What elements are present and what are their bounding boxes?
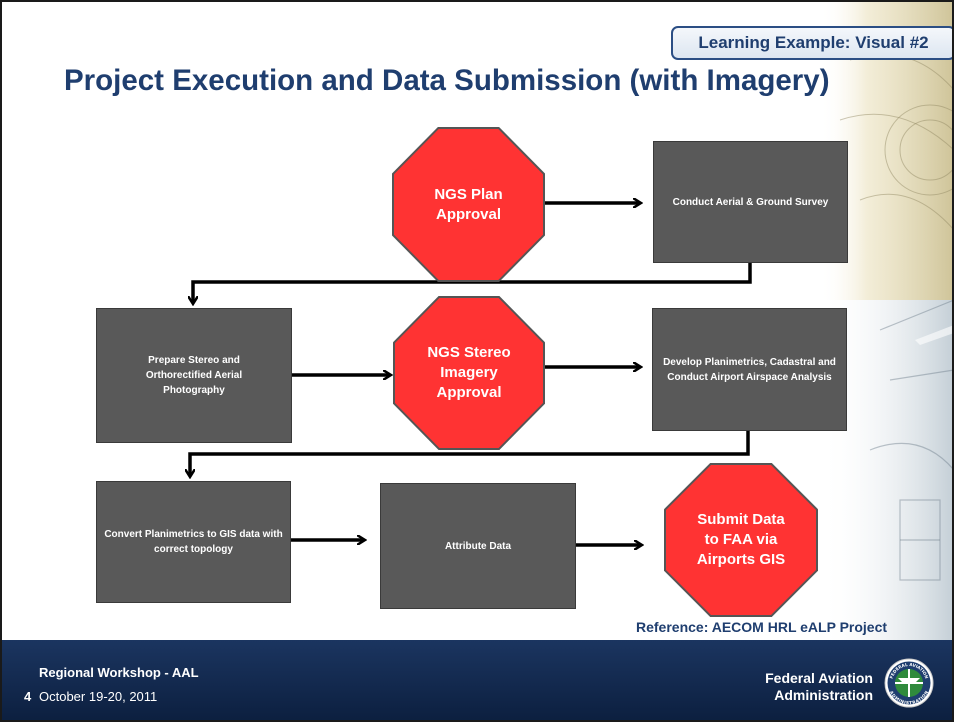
faa-seal-logo: FEDERAL AVIATION ADMINISTRATION <box>884 658 934 708</box>
submit-data-stop: Submit Data to FAA via Airports GIS <box>664 463 818 617</box>
ngs-plan-approval-label: NGS Plan Approval <box>434 185 503 223</box>
flow-connectors <box>0 0 752 640</box>
attribute-data-label: Attribute Data <box>444 540 512 552</box>
ngs-stereo-approval-label: NGS Stereo Imagery Approval <box>427 344 511 401</box>
footer-bar: 4 Regional Workshop - AAL October 19-20,… <box>0 640 954 722</box>
conduct-survey-box: Conduct Aerial & Ground Survey <box>653 141 848 263</box>
faa-wordmark-line1: Federal Aviation <box>765 670 873 686</box>
faa-wordmark-line2: Administration <box>774 687 873 703</box>
convert-gis-label: Convert Planimetrics to GIS data with co… <box>104 529 283 555</box>
prepare-stereo-box: Prepare Stereo and Orthorectified Aerial… <box>96 308 292 443</box>
page-number: 4 <box>24 689 32 704</box>
faa-wordmark: Federal Aviation Administration <box>730 670 873 704</box>
reference-note: Reference: AECOM HRL eALP Project <box>636 619 888 635</box>
attribute-data-box: Attribute Data <box>380 483 576 609</box>
prepare-stereo-label: Prepare Stereo and Orthorectified Aerial… <box>145 355 243 396</box>
workshop-name: Regional Workshop - AAL <box>39 665 199 680</box>
develop-planimetrics-box: Develop Planimetrics, Cadastral and Cond… <box>652 308 847 431</box>
page-title: Project Execution and Data Submission (w… <box>64 64 830 97</box>
conduct-survey-label: Conduct Aerial & Ground Survey <box>672 196 829 208</box>
convert-gis-box: Convert Planimetrics to GIS data with co… <box>96 481 291 603</box>
ngs-stereo-approval-stop: NGS Stereo Imagery Approval <box>393 296 545 450</box>
workshop-dates: October 19-20, 2011 <box>39 689 158 704</box>
arrow-develop-to-convert <box>190 429 750 476</box>
submit-data-label: Submit Data to FAA via Airports GIS <box>696 511 786 568</box>
learning-example-tag: Learning Example: Visual #2 <box>671 26 954 60</box>
arrow-survey-to-prepare <box>193 261 752 303</box>
develop-planimetrics-label: Develop Planimetrics, Cadastral and Cond… <box>663 356 836 383</box>
ngs-plan-approval-stop: NGS Plan Approval <box>392 127 545 282</box>
